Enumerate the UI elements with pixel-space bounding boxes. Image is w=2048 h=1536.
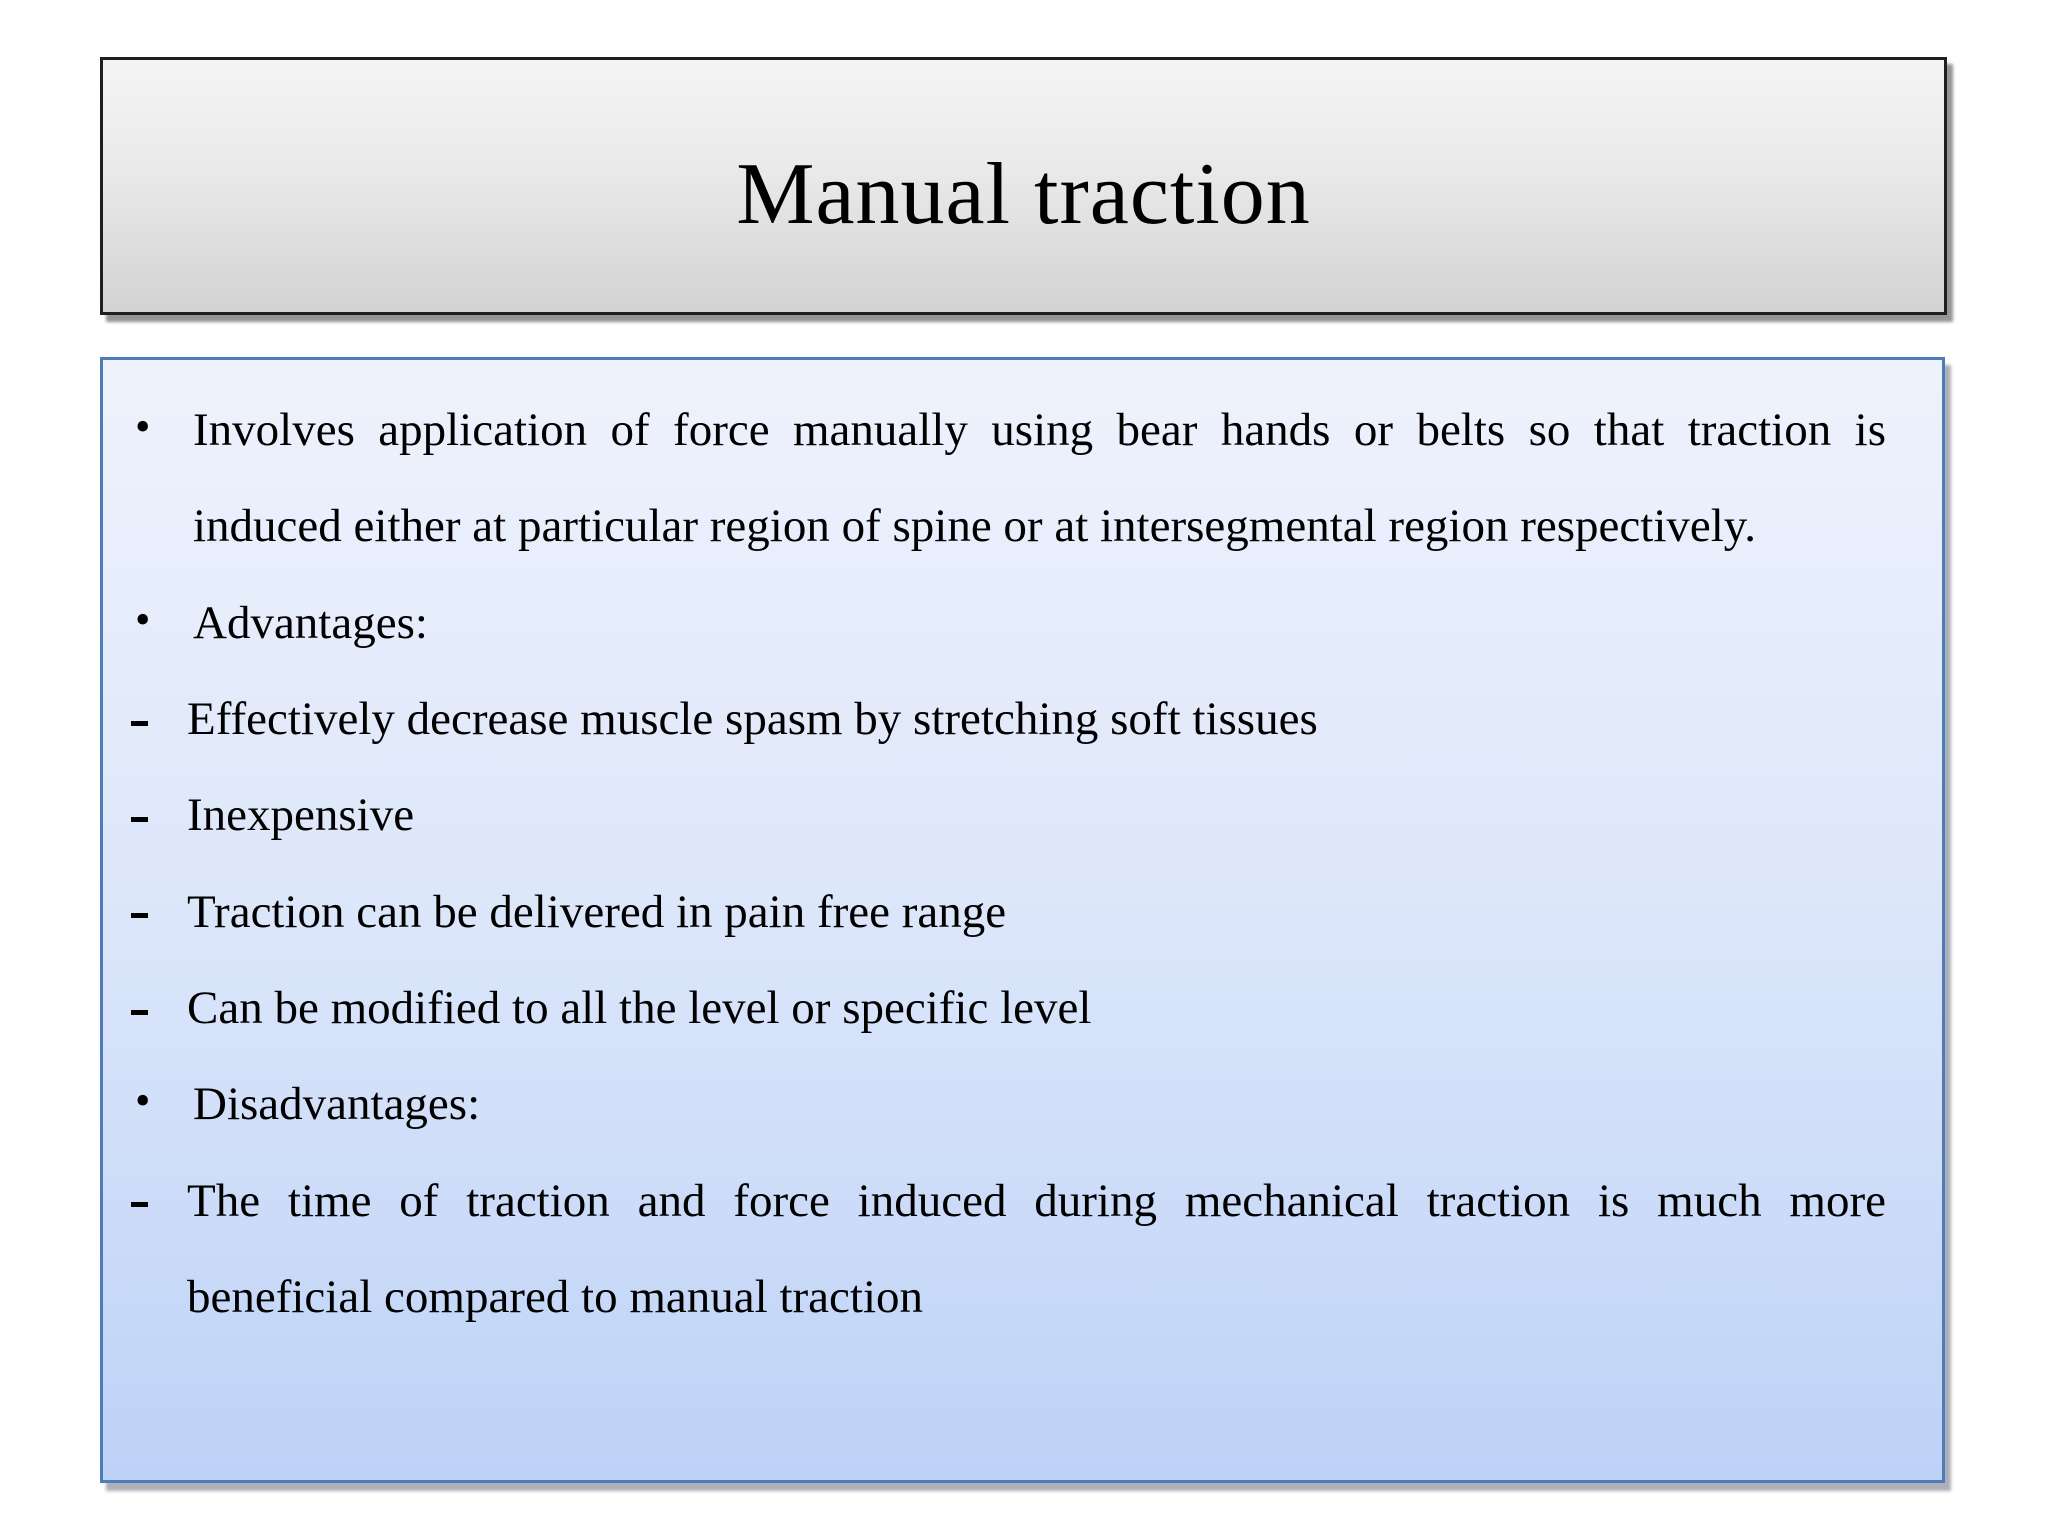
list-item-text: Inexpensive — [187, 789, 415, 842]
list-item: The time of traction and force induced d… — [129, 1153, 1886, 1346]
bullet-marker: • — [135, 402, 151, 451]
list-item-text: Advantages: — [193, 596, 428, 649]
dash-icon — [131, 817, 148, 823]
list-item: Traction can be delivered in pain free r… — [129, 864, 1886, 960]
list-item: • Advantages: — [129, 575, 1886, 671]
slide-content-box: • Involves application of force manually … — [100, 357, 1945, 1483]
list-item-text: Traction can be delivered in pain free r… — [187, 885, 1007, 938]
slide-title-box: Manual traction — [100, 57, 1947, 315]
dash-icon — [131, 1009, 148, 1015]
list-item: • Involves application of force manually … — [129, 382, 1886, 575]
list-item-text: Can be modified to all the level or spec… — [187, 982, 1092, 1035]
list-item: Can be modified to all the level or spec… — [129, 960, 1886, 1056]
dash-marker — [129, 864, 187, 960]
list-item-text: The time of traction and force induced d… — [187, 1174, 1886, 1324]
dash-marker — [129, 960, 187, 1056]
content-list: • Involves application of force manually … — [103, 360, 1942, 1365]
dash-marker — [129, 1153, 187, 1249]
list-item-text: Involves application of force manually u… — [193, 404, 1886, 553]
dash-marker — [129, 671, 187, 767]
slide-title: Manual traction — [736, 145, 1311, 243]
dash-icon — [131, 913, 148, 919]
dash-marker — [129, 767, 187, 863]
dash-icon — [131, 1202, 148, 1208]
dash-icon — [131, 720, 148, 726]
list-item: Effectively decrease muscle spasm by str… — [129, 671, 1886, 767]
bullet-marker: • — [135, 594, 151, 644]
list-item: • Disadvantages: — [129, 1056, 1886, 1152]
list-item-text: Disadvantages: — [193, 1078, 481, 1131]
bullet-marker: • — [135, 1076, 151, 1126]
list-item: Inexpensive — [129, 767, 1886, 863]
list-item-text: Effectively decrease muscle spasm by str… — [187, 693, 1318, 746]
